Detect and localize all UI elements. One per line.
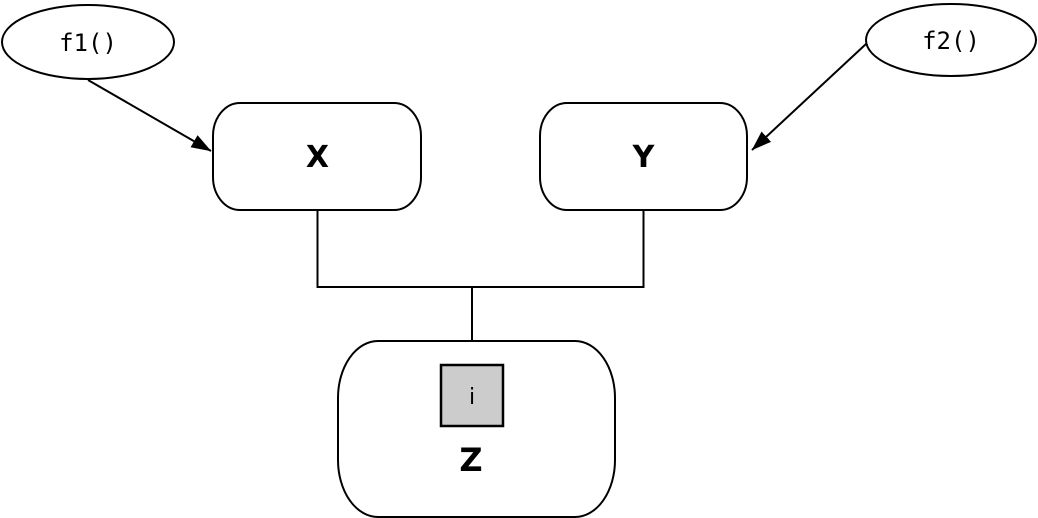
- index-square: [439, 363, 505, 428]
- edge-f1-to-x: [87, 79, 212, 152]
- node-y-box: [539, 102, 748, 211]
- edge-xy-join-connector: [316, 209, 645, 288]
- node-f2-ellipse: [865, 3, 1037, 77]
- node-z-label: Z: [459, 441, 482, 479]
- node-x-box: [212, 102, 422, 211]
- node-f1-ellipse: [1, 4, 175, 80]
- node-f2-label: f2(): [922, 27, 980, 55]
- node-x-label: X: [306, 140, 329, 175]
- index-square-label: i: [469, 385, 475, 410]
- node-z-box: [337, 340, 616, 518]
- edge-f2-to-y: [751, 43, 867, 151]
- node-f1-label: f1(): [59, 29, 117, 57]
- node-y-label: Y: [632, 140, 656, 175]
